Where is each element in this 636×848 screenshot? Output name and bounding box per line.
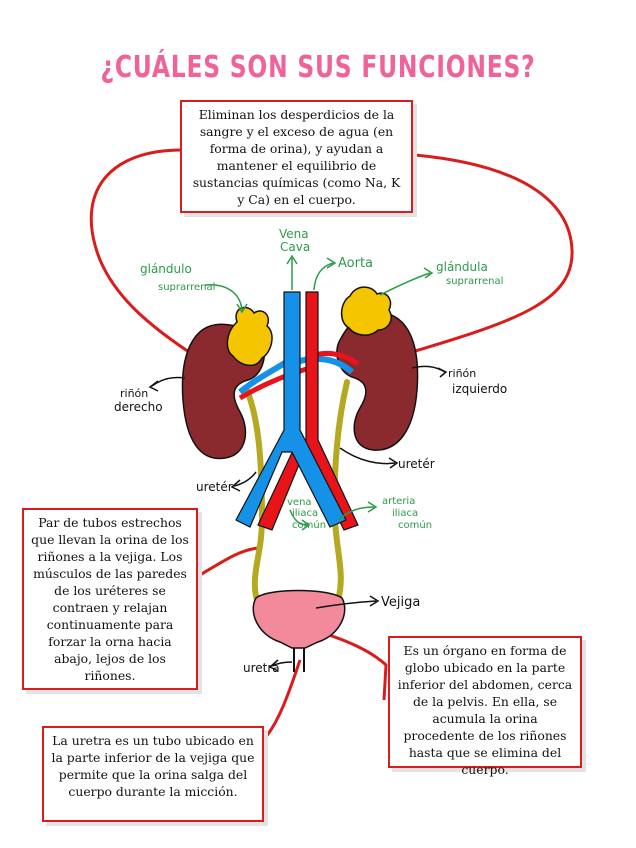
ureters-function-text: Par de tubos estrechos que llevan la ori… bbox=[31, 515, 189, 683]
label-kidney-right-line2: derecho bbox=[114, 400, 163, 414]
urethra-function-box: La uretra es un tubo ubicado en la parte… bbox=[42, 726, 264, 822]
arrow-gland-right bbox=[379, 267, 434, 296]
connector-kidney-box-left bbox=[89, 148, 199, 360]
label-vena-iliaca-line3: común bbox=[292, 519, 326, 531]
label-gland-right-line1: glándula bbox=[436, 260, 488, 274]
kidneys-function-box: Eliminan los desperdicios de la sangre y… bbox=[180, 100, 413, 213]
label-arteria-iliaca-line1: arteria bbox=[382, 496, 415, 507]
label-uretra: uretra bbox=[243, 661, 280, 675]
arrow-uretra bbox=[268, 659, 293, 672]
connector-kidney-box-right bbox=[411, 153, 574, 354]
label-vejiga: Vejiga bbox=[381, 595, 420, 610]
connector-ureter-box bbox=[199, 546, 259, 577]
arrow-kidney-left bbox=[411, 365, 448, 378]
label-gland-left-line2: suprarrenal bbox=[158, 282, 215, 293]
arrow-vena-cava bbox=[286, 254, 298, 290]
bladder-function-text: Es un órgano en forma de globo ubicado e… bbox=[397, 643, 573, 777]
label-arteria-iliaca-line3: común bbox=[398, 519, 432, 531]
bladder-shape bbox=[252, 589, 346, 649]
label-vena-cava-line1: Vena bbox=[279, 227, 309, 241]
label-vena-iliaca-line2: iliaca bbox=[292, 508, 318, 519]
ureters-function-box: Par de tubos estrechos que llevan la ori… bbox=[22, 508, 198, 690]
arrow-kidney-right bbox=[148, 376, 186, 392]
label-kidney-left-line2: izquierdo bbox=[452, 382, 507, 396]
renal-artery-right bbox=[238, 365, 311, 401]
arrow-aorta bbox=[313, 257, 337, 291]
label-arteria-iliaca-line2: iliaca bbox=[392, 508, 418, 519]
connector-bladder-box bbox=[319, 630, 388, 701]
connector-urethra-box bbox=[261, 659, 302, 742]
label-vena-cava-line2: Cava bbox=[280, 240, 310, 254]
arrow-ureter-right bbox=[339, 447, 399, 469]
bladder-function-box: Es un órgano en forma de globo ubicado e… bbox=[388, 636, 582, 777]
kidneys-function-text: Eliminan los desperdicios de la sangre y… bbox=[192, 107, 401, 207]
label-vena-iliaca-line1: vena bbox=[287, 497, 312, 508]
label-gland-left-line1: glándulo bbox=[140, 262, 192, 276]
label-aorta: Aorta bbox=[338, 256, 373, 271]
arrow-arteria-iliaca bbox=[337, 501, 378, 521]
arrow-ureter-left bbox=[230, 471, 257, 492]
label-kidney-left-line1: riñón bbox=[448, 367, 476, 380]
adrenal-gland-left bbox=[340, 286, 392, 336]
urethra-function-text: La uretra es un tubo ubicado en la parte… bbox=[51, 733, 255, 799]
renal-vein-left bbox=[295, 355, 354, 375]
label-gland-right-line2: suprarrenal bbox=[446, 276, 503, 287]
label-kidney-right-line1: riñón bbox=[120, 387, 148, 400]
arrow-vejiga bbox=[315, 595, 380, 609]
vena-cava bbox=[235, 291, 347, 528]
adrenal-gland-right bbox=[226, 306, 273, 367]
urethra-shape bbox=[293, 648, 305, 672]
page-title: ¿CUÁLES SON SUS FUNCIONES? bbox=[100, 50, 536, 85]
arrow-vena-iliaca bbox=[289, 509, 311, 531]
kidney-left-shape bbox=[336, 311, 419, 451]
label-ureter-right: uretér bbox=[398, 457, 435, 471]
label-ureter-left: uretér bbox=[196, 480, 233, 494]
arrow-gland-left bbox=[204, 284, 248, 314]
